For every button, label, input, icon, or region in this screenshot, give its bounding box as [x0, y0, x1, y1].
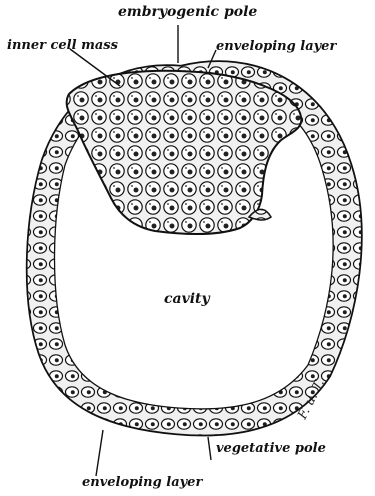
label-vegetative-pole: vegetative pole: [216, 441, 326, 456]
label-enveloping-layer-top: enveloping layer: [216, 39, 337, 54]
leader-enveloping-layer-bottom: [96, 430, 103, 476]
label-embryogenic-pole: embryogenic pole: [118, 4, 257, 20]
label-enveloping-layer-bottom: enveloping layer: [82, 475, 203, 490]
label-inner-cell-mass: inner cell mass: [7, 38, 119, 53]
label-cavity: cavity: [164, 291, 211, 307]
leader-vegetative-pole: [208, 437, 211, 460]
